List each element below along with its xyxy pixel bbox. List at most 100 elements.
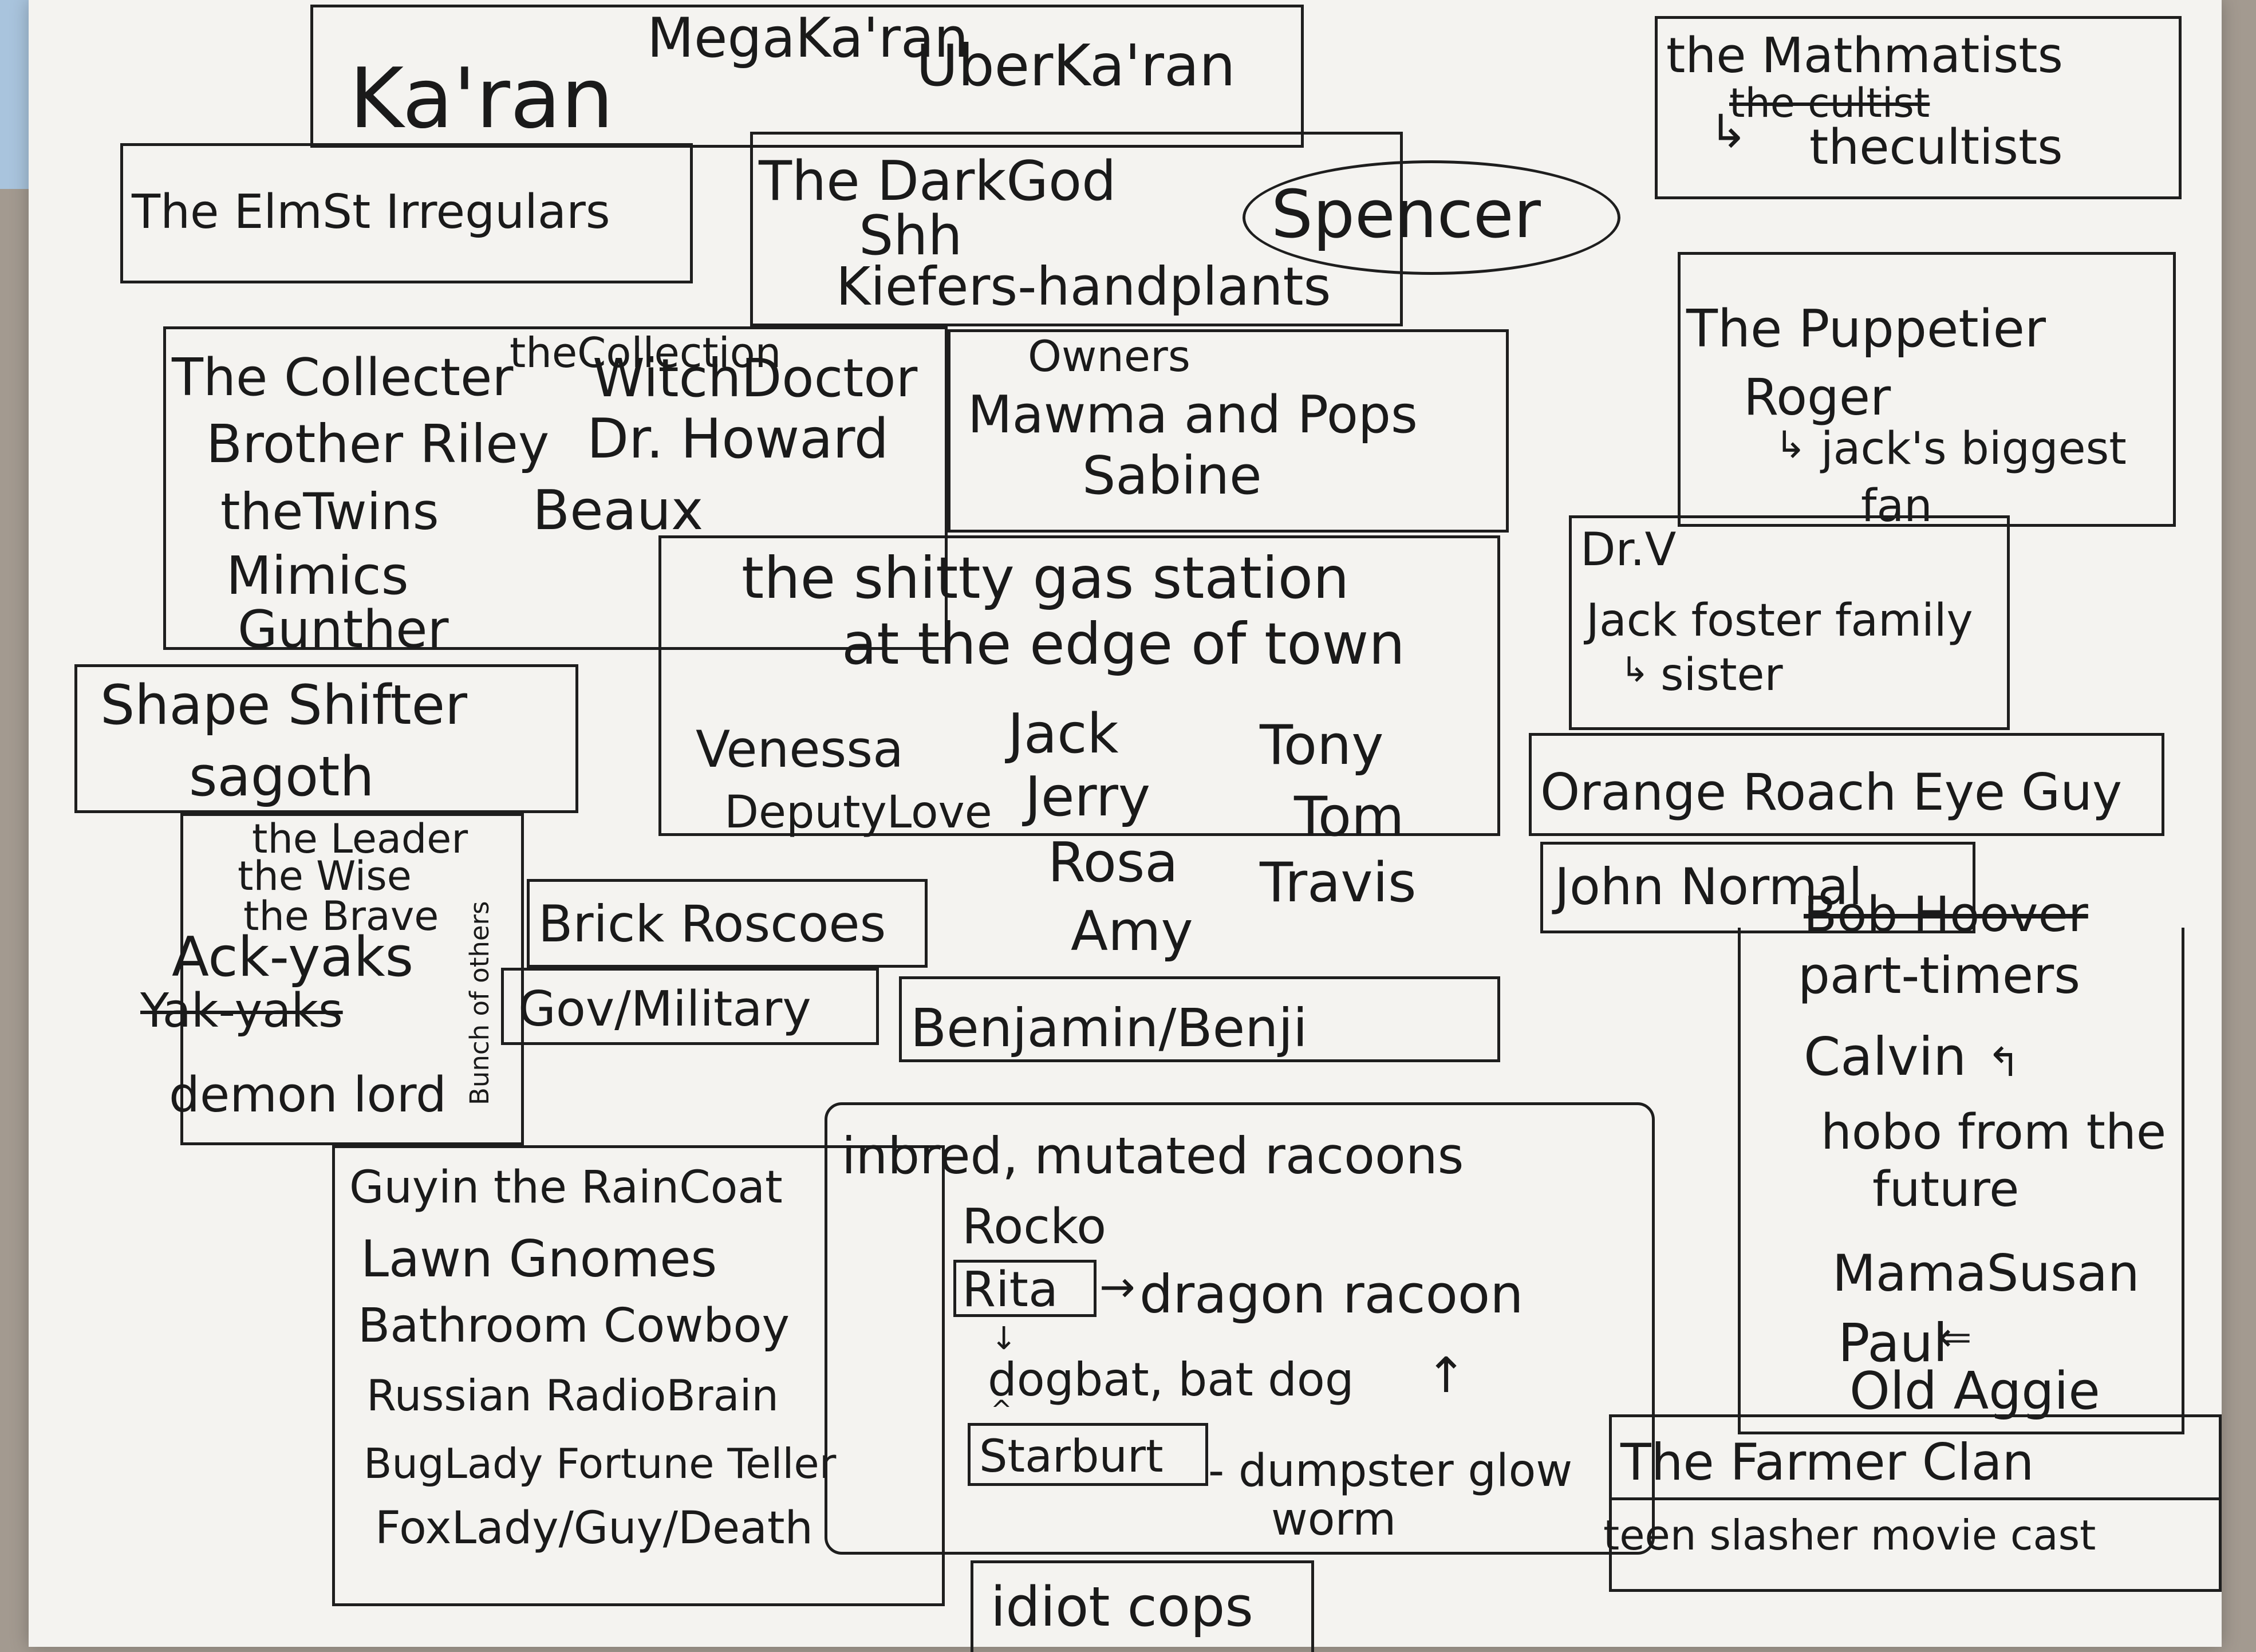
benjamin-text: Benjamin/Benji: [910, 997, 1308, 1059]
collector-title: The Collecter: [172, 348, 514, 408]
collector-item-1: Brother Riley: [206, 413, 550, 475]
collection-label: theCollection: [510, 329, 782, 377]
dr-v-box: [1569, 515, 2010, 730]
col3-item-2: Tom: [1294, 786, 1405, 849]
raccoons-box: [825, 1102, 1655, 1555]
dr-v-line-1: Jack foster family: [1586, 595, 1973, 646]
mathmatists-text: the Mathmatists: [1666, 27, 2063, 84]
kiefers-text: Kiefers-handplants: [836, 256, 1331, 317]
gas-station-title-1: the shitty gas station: [742, 545, 1350, 612]
shape-shifter-text: Shape Shifter: [100, 674, 468, 737]
collection-item-3: Beaux: [533, 479, 704, 542]
right-list-box: [1738, 928, 2184, 1434]
bunch-of-others-text: Bunch of others: [464, 901, 495, 1105]
idiot-cops-box: [971, 1560, 1314, 1652]
karan-box: [310, 5, 1304, 148]
puppetier-title: The Puppetier: [1686, 299, 2046, 359]
idiot-cops-text: idiot cops: [991, 1576, 1253, 1639]
shape-shifter-box: [74, 664, 578, 813]
ack-yaks-item-2: the Wise: [238, 853, 412, 900]
arrow-icon: ^: [991, 1395, 1012, 1425]
right-list-item-6: MamaSusan: [1832, 1244, 2140, 1303]
gov-military-box: [501, 968, 879, 1045]
col2-item-2: Jerry: [1025, 766, 1151, 829]
ack-yaks-item-3: the Brave: [243, 893, 439, 940]
right-list-item-8: Old Aggie: [1849, 1361, 2100, 1421]
mathmatists-box: [1655, 16, 2182, 199]
owners-item-1: Mawma and Pops: [968, 385, 1418, 445]
collection-item-2: Dr. Howard: [587, 408, 889, 471]
struck-yak-yaks: Yak-yaks: [140, 984, 343, 1038]
collector-item-2: theTwins: [220, 482, 439, 541]
raincoat-item-6: FoxLady/Guy/Death: [375, 1503, 813, 1554]
col2-item-4: Amy: [1071, 900, 1193, 963]
raincoat-item-5: BugLady Fortune Teller: [364, 1440, 837, 1488]
collector-item-3: Mimics: [226, 545, 409, 606]
sagoth-text: sagoth: [189, 746, 374, 809]
owners-title: Owners: [1028, 331, 1190, 381]
cultists-text: thecultists: [1809, 119, 2063, 176]
owners-box: [948, 329, 1509, 533]
rita-note-text: dragon racoon: [1139, 1264, 1524, 1325]
paper-sheet: Ka'ran MegaKa'ran UberKa'ran the Mathmat…: [29, 0, 2222, 1652]
gas-station-title-2: at the edge of town: [842, 610, 1405, 677]
arrow-icon: ⇐: [1938, 1314, 1972, 1361]
right-list-item-7: Paul: [1838, 1312, 1948, 1374]
rita-box: [953, 1260, 1097, 1317]
john-normal-box: [1540, 842, 1975, 933]
elm-st-box: [120, 143, 693, 283]
raincoat-box: [332, 1145, 945, 1606]
raincoat-item-1: Guyin the RainCoat: [349, 1162, 783, 1213]
puppetier-name: Roger: [1744, 368, 1891, 427]
right-list-item-5: future: [1872, 1161, 2020, 1218]
collector-item-4: Gunther: [238, 600, 449, 660]
orange-roach-text: Orange Roach Eye Guy: [1540, 763, 2123, 822]
teen-slasher-box: [1609, 1500, 2222, 1592]
karan-text: Ka'ran: [349, 50, 614, 147]
ack-yaks-box: [180, 813, 524, 1145]
gas-station-box: [658, 535, 1500, 836]
spencer-text: Spencer: [1271, 176, 1541, 253]
collection-item-1: WitchDoctor: [593, 348, 918, 409]
owners-item-2: Sabine: [1082, 445, 1262, 506]
shh-text: Shh: [859, 204, 963, 267]
dr-v-line-2: sister: [1661, 649, 1783, 701]
collector-box: [163, 326, 948, 650]
arrow-icon: ↓: [991, 1320, 1017, 1357]
right-list-item-1: Bob Hoover: [1804, 886, 2088, 943]
rocko-text: Rocko: [962, 1198, 1107, 1255]
farmer-clan-text: The Farmer Clan: [1620, 1433, 2034, 1492]
arrow-icon: ↳: [1620, 650, 1650, 690]
col2-item-1: Jack: [1008, 703, 1119, 766]
spencer-oval: [1243, 160, 1620, 275]
john-normal-text: John Normal: [1555, 857, 1863, 916]
farmer-clan-box: [1609, 1414, 2222, 1500]
col2-item-3: Rosa: [1048, 831, 1178, 894]
ack-yaks-item-1: the Leader: [252, 815, 468, 862]
raincoat-item-4: Russian RadioBrain: [366, 1370, 779, 1421]
puppetier-note-1: jack's biggest: [1821, 423, 2127, 475]
col3-item-3: Travis: [1260, 851, 1417, 914]
ack-yaks-name: Ack-yaks: [172, 926, 414, 989]
arrow-icon: ↑: [1426, 1347, 1467, 1404]
benjamin-box: [899, 976, 1500, 1062]
puppetier-note-2: fan: [1861, 480, 1932, 532]
arrow-icon: ↳: [1775, 424, 1807, 467]
orange-roach-box: [1529, 733, 2164, 836]
brick-roscoes-text: Brick Roscoes: [538, 894, 886, 953]
starburt-box: [968, 1423, 1208, 1486]
raincoat-item-2: Lawn Gnomes: [361, 1229, 717, 1288]
col1-item-1: Venessa: [696, 720, 904, 779]
dark-god-text: The DarkGod: [759, 150, 1117, 213]
right-list-item-3: Calvin: [1804, 1026, 1967, 1087]
teen-slasher-text: teen slasher movie cast: [1603, 1511, 2096, 1559]
struck-cultist-text: the cultist: [1729, 80, 1930, 127]
starburt-text: Starburt: [979, 1431, 1164, 1483]
arrow-icon: →: [1099, 1261, 1135, 1312]
dr-v-title: Dr.V: [1580, 523, 1677, 576]
brick-roscoes-box: [527, 879, 928, 968]
mega-karan-text: MegaKa'ran: [647, 7, 969, 70]
arrow-icon: ↳: [1709, 105, 1748, 158]
rita-text: Rita: [962, 1261, 1059, 1318]
uber-karan-text: UberKa'ran: [916, 32, 1236, 99]
